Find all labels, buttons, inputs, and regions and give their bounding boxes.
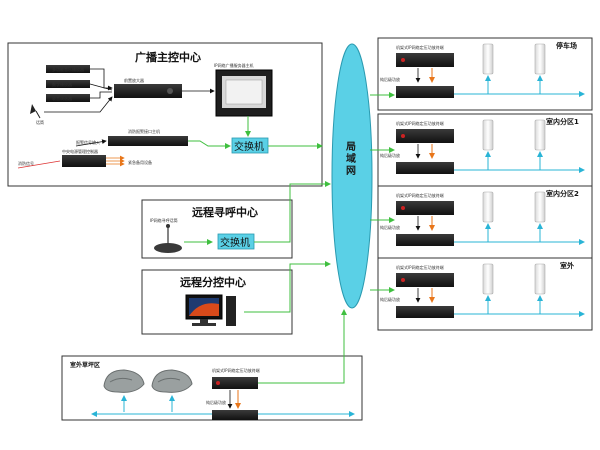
power-controller-device — [62, 155, 106, 167]
column-speaker-icon — [534, 263, 546, 295]
column-speaker-icon — [482, 43, 494, 75]
zone-title: 室外 — [560, 261, 574, 270]
zone-title: 室内分区2 — [546, 189, 579, 198]
column-speaker-icon — [482, 191, 494, 223]
cd-player-device — [46, 80, 90, 88]
mic-label: 话筒 — [36, 119, 44, 125]
column-speaker-icon — [482, 263, 494, 295]
zone-terminal-label: 机架式IP网络定压功放终端 — [396, 264, 444, 270]
zone-amp-label: 纯后级功放 — [380, 296, 400, 302]
tuner-device — [46, 94, 90, 102]
pc-tower-icon — [226, 296, 236, 326]
lan-label-1: 局 — [345, 141, 356, 153]
zone-terminal-device — [396, 53, 454, 67]
remote-control-center: 远程分控中心 — [141, 261, 331, 335]
zone-terminal-led — [401, 58, 405, 62]
zone-terminal-led — [401, 206, 405, 210]
lan-ellipse — [331, 43, 373, 309]
lan-label-2: 域 — [346, 152, 356, 165]
paging-mic-label: IP网络寻呼话筒 — [150, 217, 178, 223]
broadcast-center: 广播主控中心 多功能音乐播放器 数字播放器 收音调谐器 话筒 前置放大器 IP网… — [7, 42, 323, 187]
zone-terminal-led — [401, 278, 405, 282]
zone-terminal-label: 机架式IP网络定压功放终端 — [396, 44, 444, 50]
lawn-area: 室外草坪区 机架式IP网络定压功放终端 纯后级功放 — [61, 309, 363, 421]
broadcast-center-frame — [7, 42, 323, 187]
lawn-amp-device — [212, 410, 258, 420]
fire-interface-device — [108, 136, 188, 146]
music-player-device — [46, 65, 90, 73]
alarm-input-label: 报警信号输入 — [76, 139, 100, 145]
lawn-amp-label: 纯后级功放 — [206, 399, 226, 405]
zone-amp-device — [396, 162, 454, 174]
rock-speaker-1-icon — [103, 369, 145, 393]
lawn-title: 室外草坪区 — [70, 361, 100, 369]
zone-terminal-device — [396, 273, 454, 287]
rock-speaker-2-icon — [151, 369, 193, 393]
remote-control-title: 远程分控中心 — [180, 275, 246, 289]
paging-mic-icon — [166, 224, 170, 228]
zone-terminal-label: 机架式IP网络定压功放终端 — [396, 192, 444, 198]
zone-terminal-device — [396, 129, 454, 143]
zone-amp-device — [396, 306, 454, 318]
lawn-terminal-device — [212, 377, 258, 389]
zone-terminal-label: 机架式IP网络定压功放终端 — [396, 120, 444, 126]
zones-layer: 停车场机架式IP网络定压功放终端纯后级功放室内分区1机架式IP网络定压功放终端纯… — [377, 37, 593, 331]
zone-amp-label: 纯后级功放 — [380, 224, 400, 230]
zone-terminal-device — [396, 201, 454, 215]
zone-amp-label: 纯后级功放 — [380, 152, 400, 158]
main-switch-label: 交换机 — [234, 140, 264, 153]
emergency-out-label: 紧急备用设备 — [128, 159, 152, 165]
cd-player-label: 数字播放器 — [52, 81, 72, 87]
lawn-terminal-label: 机架式IP网络定压功放终端 — [212, 367, 260, 373]
broadcast-center-title: 广播主控中心 — [135, 50, 201, 64]
zone-title: 停车场 — [556, 41, 577, 50]
column-speaker-icon — [482, 119, 494, 151]
mic-icon — [30, 104, 36, 114]
paging-switch-label: 交换机 — [220, 236, 250, 249]
lan-label-3: 网 — [346, 165, 356, 177]
zone-amp-device — [396, 234, 454, 246]
lan-network: 局 域 网 — [331, 43, 373, 309]
zone-title: 室内分区1 — [546, 117, 579, 126]
tuner-label: 收音调谐器 — [52, 95, 72, 101]
zone-amp-device — [396, 86, 454, 98]
remote-paging-title: 远程寻呼中心 — [192, 205, 258, 219]
lan-zone-links — [370, 92, 395, 293]
zone-amp-label: 纯后级功放 — [380, 76, 400, 82]
remote-paging-center: 远程寻呼中心 IP网络寻呼话筒 交换机 — [141, 181, 331, 259]
fire-signal-label: 消防信号 — [18, 160, 34, 166]
preamp-device — [114, 84, 182, 98]
zone-terminal-led — [401, 134, 405, 138]
ip-server-label: IP网络广播服务器主机 — [214, 62, 254, 68]
column-speaker-icon — [534, 43, 546, 75]
column-speaker-icon — [534, 191, 546, 223]
power-controller-label: 中央电源管理控制器 — [62, 148, 98, 154]
fire-interface-label: 消防报警接口主机 — [128, 128, 160, 134]
paging-mic-base — [154, 243, 182, 253]
column-speaker-icon — [534, 119, 546, 151]
music-player-label: 多功能音乐播放器 — [52, 66, 84, 72]
preamp-label: 前置放大器 — [124, 77, 144, 83]
